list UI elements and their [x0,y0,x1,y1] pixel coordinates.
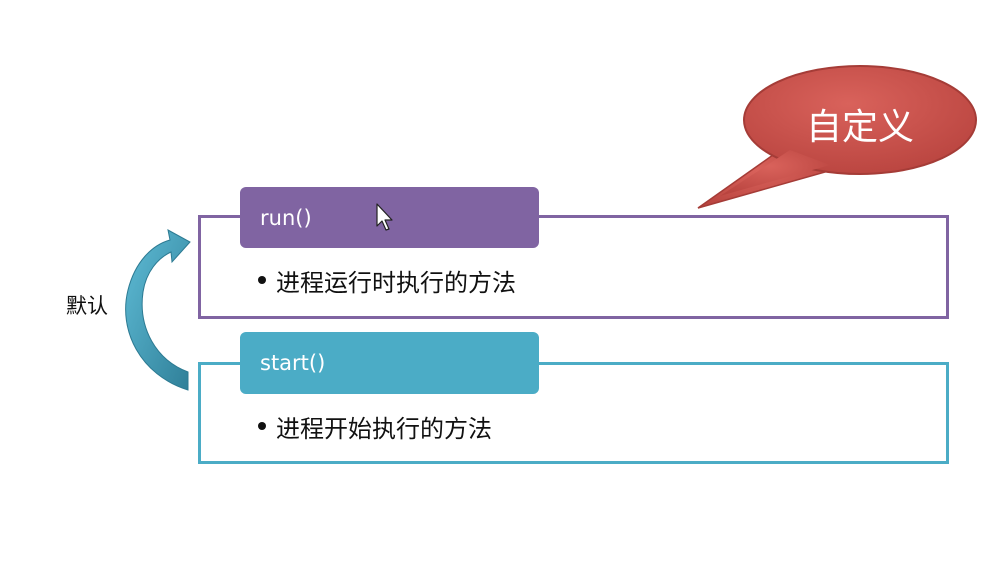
run-header-label: run() [260,205,312,230]
bullet-icon [258,276,266,284]
start-header: start() [240,332,539,394]
default-label: 默认 [66,294,108,318]
run-bullet: 进程运行时执行的方法 [258,262,516,298]
callout-label: 自定义 [805,107,914,148]
run-bullet-text: 进程运行时执行的方法 [276,268,516,297]
start-bullet: 进程开始执行的方法 [258,408,492,444]
start-bullet-text: 进程开始执行的方法 [276,414,492,443]
start-header-label: start() [260,351,326,375]
bullet-icon [258,422,266,430]
